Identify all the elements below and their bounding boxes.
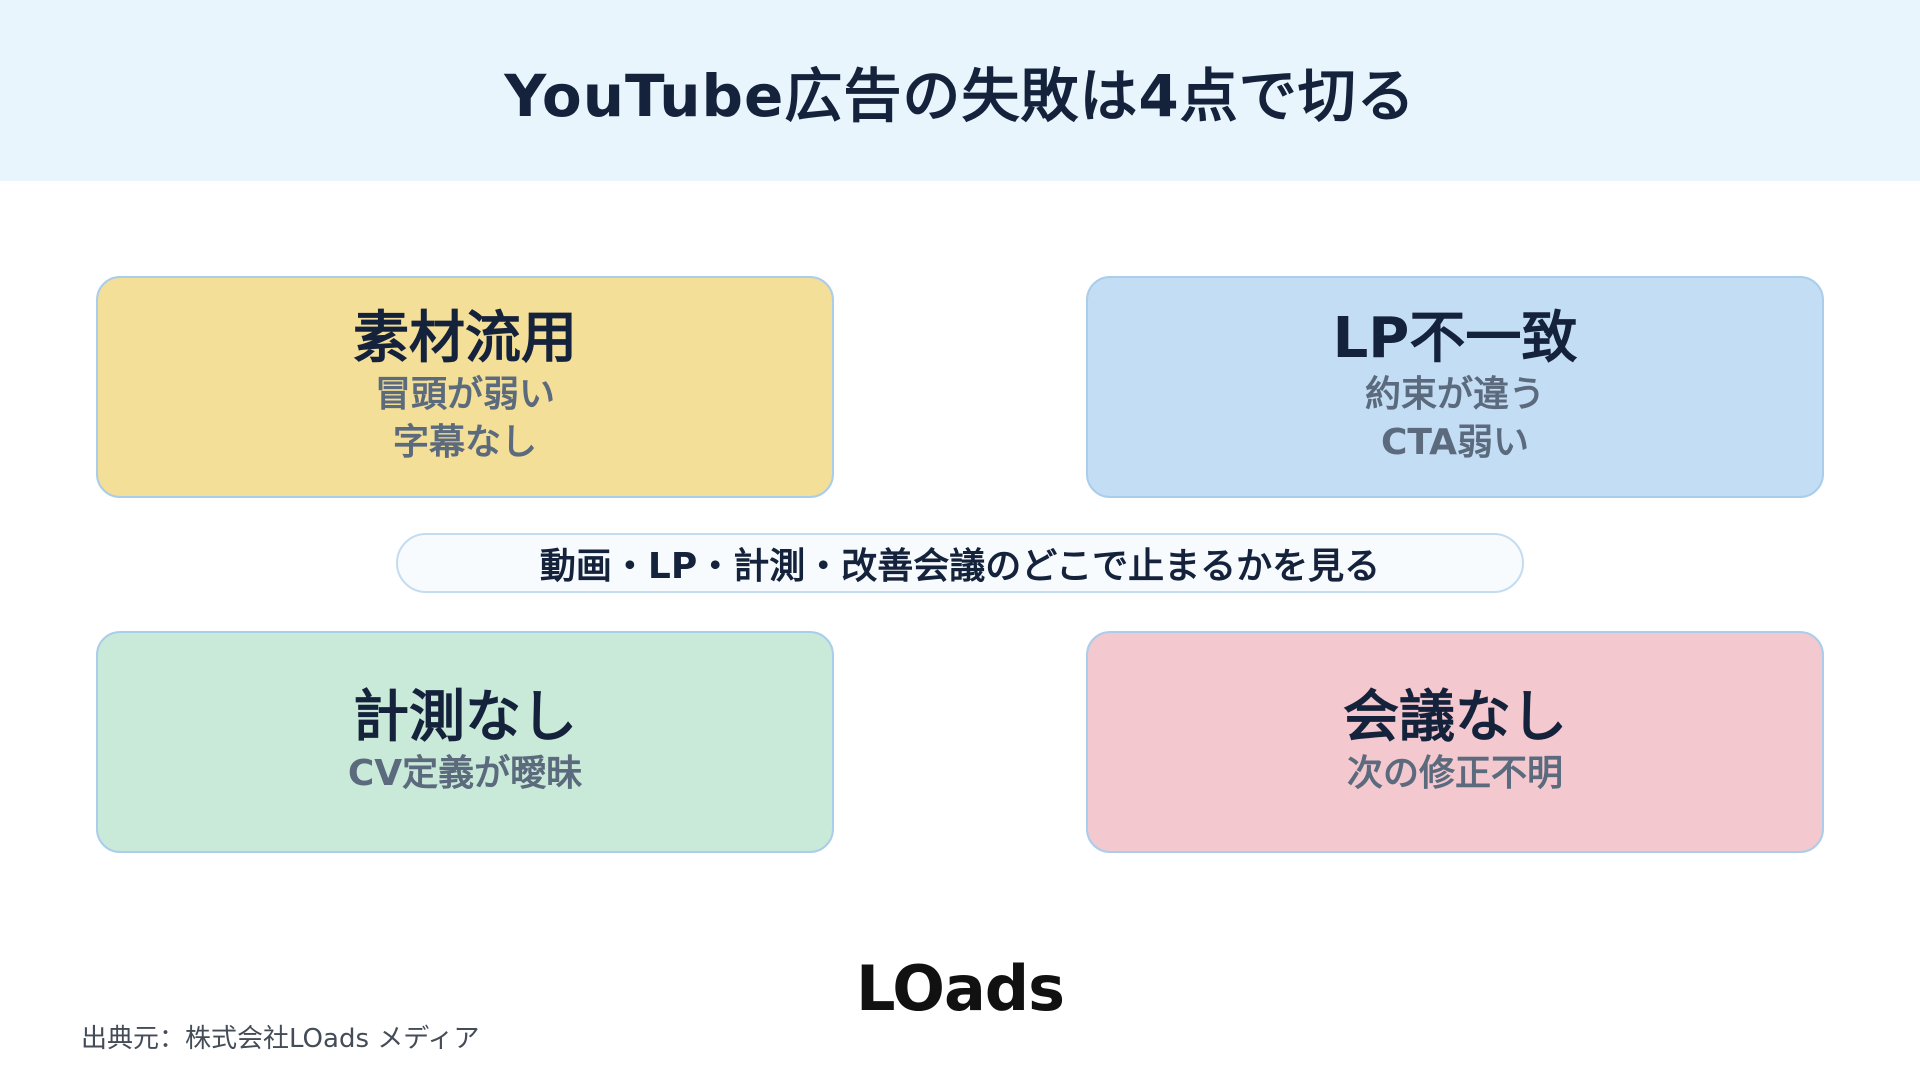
card-detail: 字幕なし bbox=[392, 422, 537, 463]
card-no-measurement: 計測なし CV定義が曖昧 bbox=[96, 631, 834, 853]
page-title: YouTube広告の失敗は4点で切る bbox=[504, 61, 1416, 130]
card-detail: 次の修正不明 bbox=[1346, 753, 1563, 794]
card-title: 計測なし bbox=[353, 685, 577, 750]
card-material-reuse: 素材流用 冒頭が弱い 字幕なし bbox=[96, 276, 834, 498]
card-detail: CTA弱い bbox=[1380, 422, 1530, 463]
card-title: 会議なし bbox=[1343, 685, 1567, 750]
card-lp-mismatch: LP不一致 約束が違う CTA弱い bbox=[1086, 276, 1824, 498]
brand-logo: LOads bbox=[855, 952, 1065, 1025]
header-band: YouTube広告の失敗は4点で切る bbox=[0, 0, 1920, 181]
center-banner: 動画・LP・計測・改善会議のどこで止まるかを見る bbox=[396, 533, 1524, 593]
card-detail: CV定義が曖昧 bbox=[347, 753, 583, 794]
banner-text: 動画・LP・計測・改善会議のどこで止まるかを見る bbox=[539, 546, 1381, 587]
card-title: 素材流用 bbox=[353, 306, 577, 371]
card-detail: 冒頭が弱い bbox=[374, 374, 555, 415]
source-credit: 出典元：株式会社LOads メディア bbox=[81, 1024, 480, 1054]
card-title: LP不一致 bbox=[1332, 306, 1578, 371]
card-detail: 約束が違う bbox=[1364, 374, 1545, 415]
card-no-meeting: 会議なし 次の修正不明 bbox=[1086, 631, 1824, 853]
